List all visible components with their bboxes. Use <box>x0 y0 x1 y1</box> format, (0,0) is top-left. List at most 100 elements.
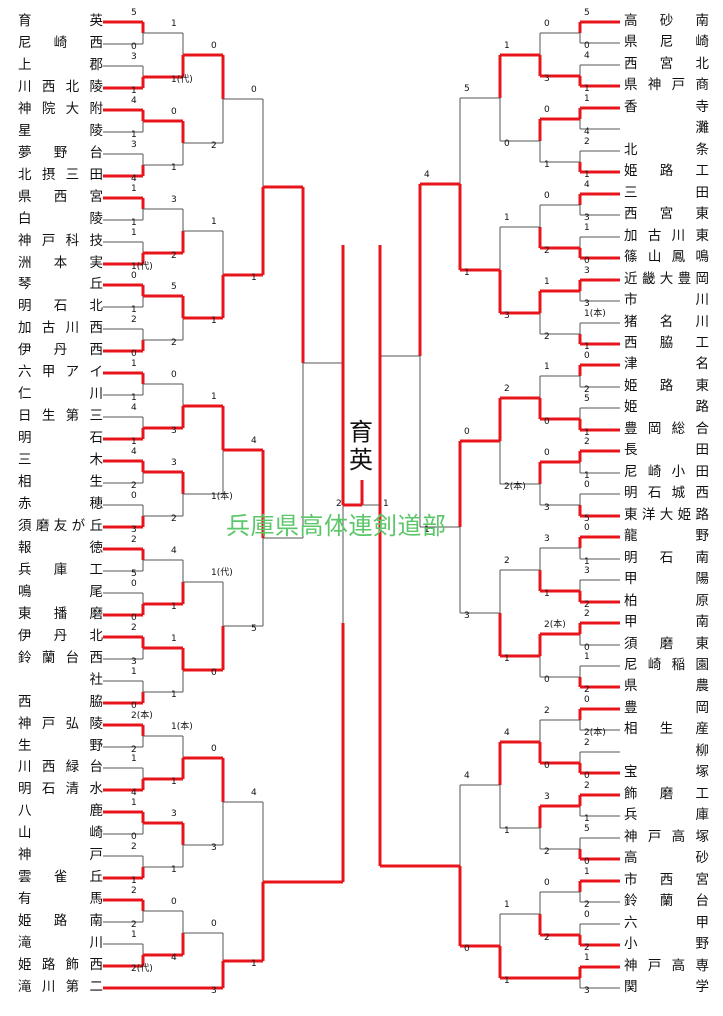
team-name: 高砂南 <box>624 13 709 29</box>
match-score: 3 <box>584 986 590 996</box>
match-score: 0 <box>584 857 590 867</box>
match-score: 1 <box>131 218 137 228</box>
match-score: 1 <box>251 273 257 283</box>
match-score: 0 <box>464 944 470 954</box>
match-score: 2(本) <box>131 711 153 721</box>
match-score: 1 <box>504 41 510 51</box>
match-score: 3 <box>131 657 137 667</box>
match-score: 1 <box>131 437 137 447</box>
team-name: 上郡 <box>18 57 103 73</box>
match-score: 1 <box>171 777 177 787</box>
team-name: 県西宮 <box>18 189 103 205</box>
match-score: 4 <box>131 788 137 798</box>
match-score: 1 <box>584 652 590 662</box>
match-score: 1 <box>504 654 510 664</box>
match-score: 2 <box>131 745 137 755</box>
match-score: 2 <box>584 685 590 695</box>
team-name: 琴丘 <box>18 276 103 292</box>
match-score: 3 <box>464 611 470 621</box>
team-name: 神戸高塚 <box>624 829 709 845</box>
match-score: 2 <box>544 933 550 943</box>
match-score: 0 <box>584 910 590 920</box>
team-name: 加古川西 <box>18 320 103 336</box>
match-score: 5 <box>464 84 470 94</box>
match-score: 0 <box>504 139 510 149</box>
match-score: 1 <box>131 876 137 886</box>
match-score: 0 <box>544 105 550 115</box>
match-score: 0 <box>131 42 137 52</box>
match-score: 1(代) <box>211 568 233 578</box>
match-score: 0 <box>544 191 550 201</box>
team-name: 猪名川 <box>624 314 709 330</box>
team-name: 滝川第二 <box>18 979 103 995</box>
team-name: 有馬 <box>18 891 103 907</box>
match-score: 0 <box>584 643 590 653</box>
match-score: 1 <box>131 798 137 808</box>
team-name: 尼崎稲園 <box>624 657 709 673</box>
match-score: 1 <box>544 362 550 372</box>
match-score: 5 <box>251 624 257 634</box>
match-score: 0 <box>131 832 137 842</box>
team-name: 飾磨工 <box>624 786 709 802</box>
match-score: 4 <box>584 51 590 61</box>
match-score: 0 <box>544 417 550 427</box>
team-name: 神戸高専 <box>624 958 709 974</box>
team-name: 香寺 <box>624 99 709 115</box>
match-score: 0 <box>211 668 217 678</box>
team-name: 西脇 <box>18 694 103 710</box>
team-name: 神院大附 <box>18 101 103 117</box>
match-score: 1(本) <box>211 492 233 502</box>
match-score: 1(代) <box>171 75 193 85</box>
match-score: 4 <box>424 170 430 180</box>
match-score: 1 <box>131 130 137 140</box>
match-score: 5 <box>131 8 137 18</box>
team-name: 伊丹北 <box>18 628 103 644</box>
match-score: 3 <box>584 566 590 576</box>
team-name: 近畿大豊岡 <box>624 271 709 287</box>
match-score: 2(本) <box>584 728 606 738</box>
team-name: 津名 <box>624 356 709 372</box>
match-score: 1 <box>131 393 137 403</box>
team-name: 星陵 <box>18 123 103 139</box>
match-score: 0 <box>131 579 137 589</box>
match-score: 1 <box>544 277 550 287</box>
match-score: 2 <box>584 137 590 147</box>
match-score: 0 <box>584 695 590 705</box>
match-score: 1 <box>251 959 257 969</box>
team-name: 姫路 <box>624 399 709 415</box>
match-score: 1 <box>584 170 590 180</box>
team-name: 明石南 <box>624 550 709 566</box>
team-name: 神戸科技 <box>18 233 103 249</box>
match-score: 1 <box>584 814 590 824</box>
match-score: 1 <box>131 930 137 940</box>
match-score: 2 <box>131 920 137 930</box>
match-score: 0 <box>584 523 590 533</box>
match-score: 1 <box>584 428 590 438</box>
match-score: 0 <box>211 41 217 51</box>
match-score: 1 <box>504 976 510 986</box>
team-name: 雲雀丘 <box>18 869 103 885</box>
match-score: 3 <box>544 792 550 802</box>
match-score: 4 <box>464 771 470 781</box>
match-score: 2 <box>584 437 590 447</box>
match-score: 2(本) <box>544 620 566 630</box>
match-score: 1 <box>584 953 590 963</box>
match-score: 1 <box>131 228 137 238</box>
match-score: 4 <box>504 728 510 738</box>
match-score: 2 <box>131 842 137 852</box>
team-name: 西宮北 <box>624 56 709 72</box>
team-name: 仁川 <box>18 386 103 402</box>
match-score: 1 <box>131 667 137 677</box>
match-score: 0 <box>584 256 590 266</box>
match-score: 1 <box>211 316 217 326</box>
match-score: 0 <box>211 744 217 754</box>
team-name: 市川 <box>624 292 709 308</box>
match-score: 2 <box>171 338 177 348</box>
match-score: 2 <box>504 556 510 566</box>
match-score: 4 <box>131 403 137 413</box>
team-name: 西宮東 <box>624 206 709 222</box>
match-score: 2 <box>544 847 550 857</box>
team-name: 神戸 <box>18 847 103 863</box>
match-score: 0 <box>171 897 177 907</box>
